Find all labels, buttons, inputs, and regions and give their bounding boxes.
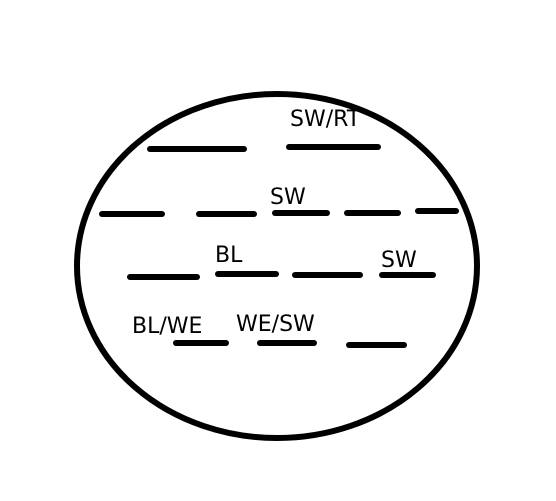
connector-outline	[74, 91, 480, 441]
label-bl: BL	[215, 243, 243, 268]
label-sw-row2: SW	[270, 185, 306, 210]
label-we-sw: WE/SW	[236, 312, 315, 337]
label-bl-we: BL/WE	[132, 314, 202, 339]
label-sw-row3: SW	[381, 248, 417, 273]
label-sw-rt: SW/RT	[290, 107, 361, 132]
